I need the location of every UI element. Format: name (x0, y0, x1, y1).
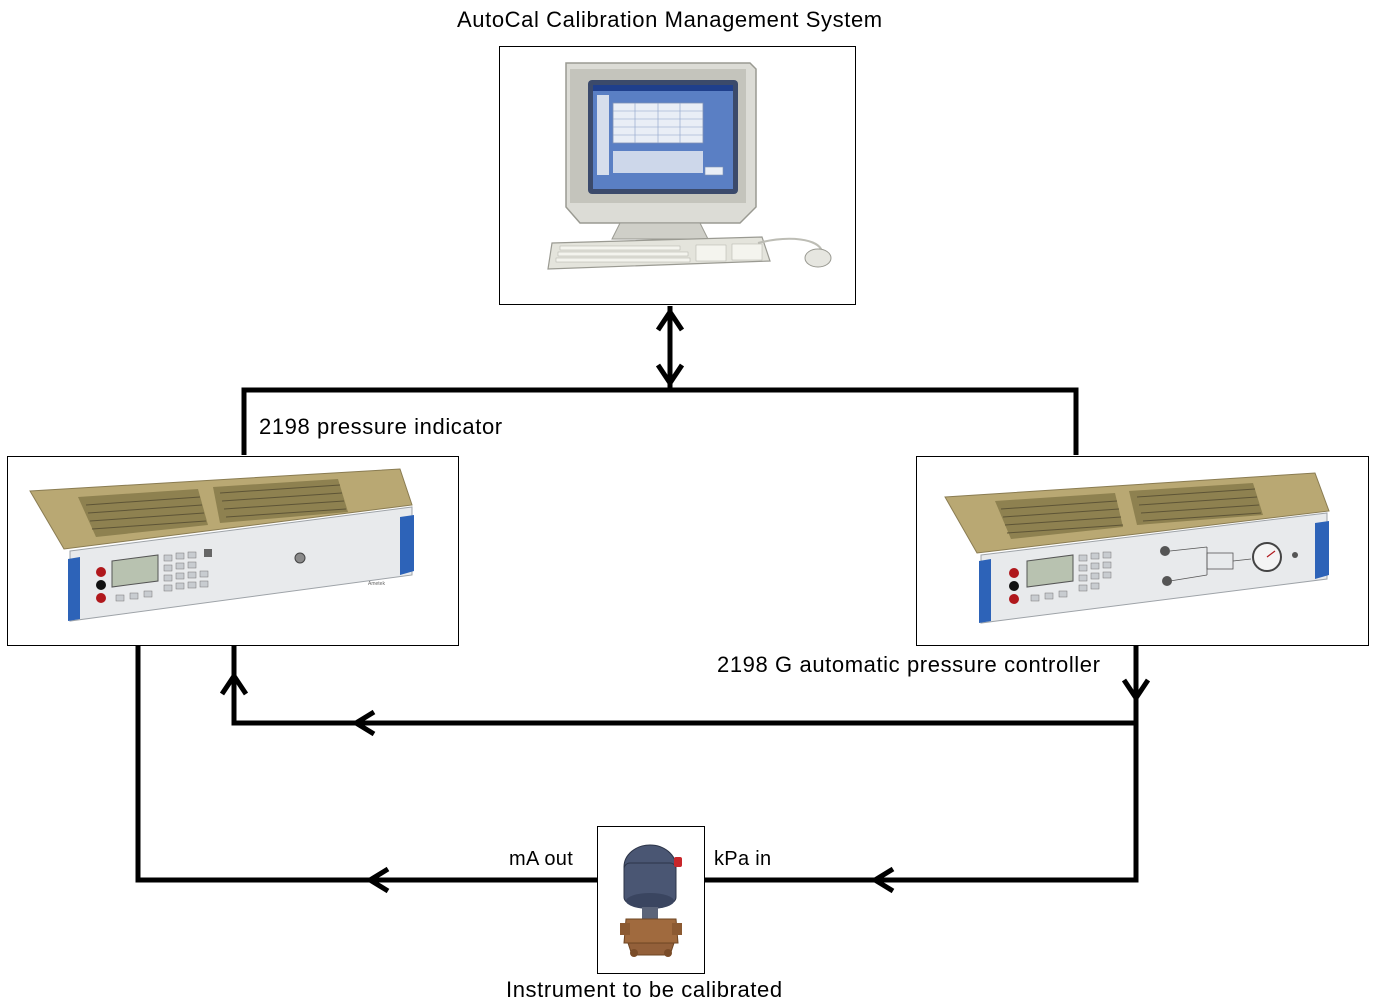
ma-out-line (135, 646, 598, 883)
arrow-left-kpa-in (870, 866, 895, 894)
computer-illustration (547, 62, 832, 270)
pressure-indicator-illustration: Ametek (29, 468, 414, 622)
system-title: AutoCal Calibration Management System (457, 7, 883, 32)
transmitter-illustration (620, 844, 682, 957)
kpa-in-label: kPa in (714, 848, 772, 870)
arrow-up-indicator (219, 671, 249, 696)
svg-text:Ametek: Ametek (368, 581, 385, 587)
indicator-label: 2198 pressure indicator (259, 414, 503, 439)
transmitter-cap (674, 857, 682, 867)
controller-panel (916, 456, 1369, 646)
arrow-down-controller (1121, 678, 1151, 703)
arrow-left-feedback (351, 709, 376, 737)
instrument-panel (597, 826, 705, 974)
computer-bus-line (241, 387, 1079, 455)
computer-panel (499, 46, 856, 305)
controller-feedback-line (231, 646, 1139, 726)
arrow-left-ma-out (365, 866, 390, 894)
controller-label: 2198 G automatic pressure controller (717, 652, 1101, 677)
arrow-down-to-bus (655, 363, 685, 388)
indicator-panel: Ametek (7, 456, 459, 646)
pressure-controller-illustration (944, 472, 1330, 624)
kpa-in-line (705, 723, 1139, 883)
ma-out-label: mA out (509, 848, 574, 870)
arrow-up-to-computer (655, 307, 685, 332)
instrument-label: Instrument to be calibrated (506, 977, 783, 1002)
